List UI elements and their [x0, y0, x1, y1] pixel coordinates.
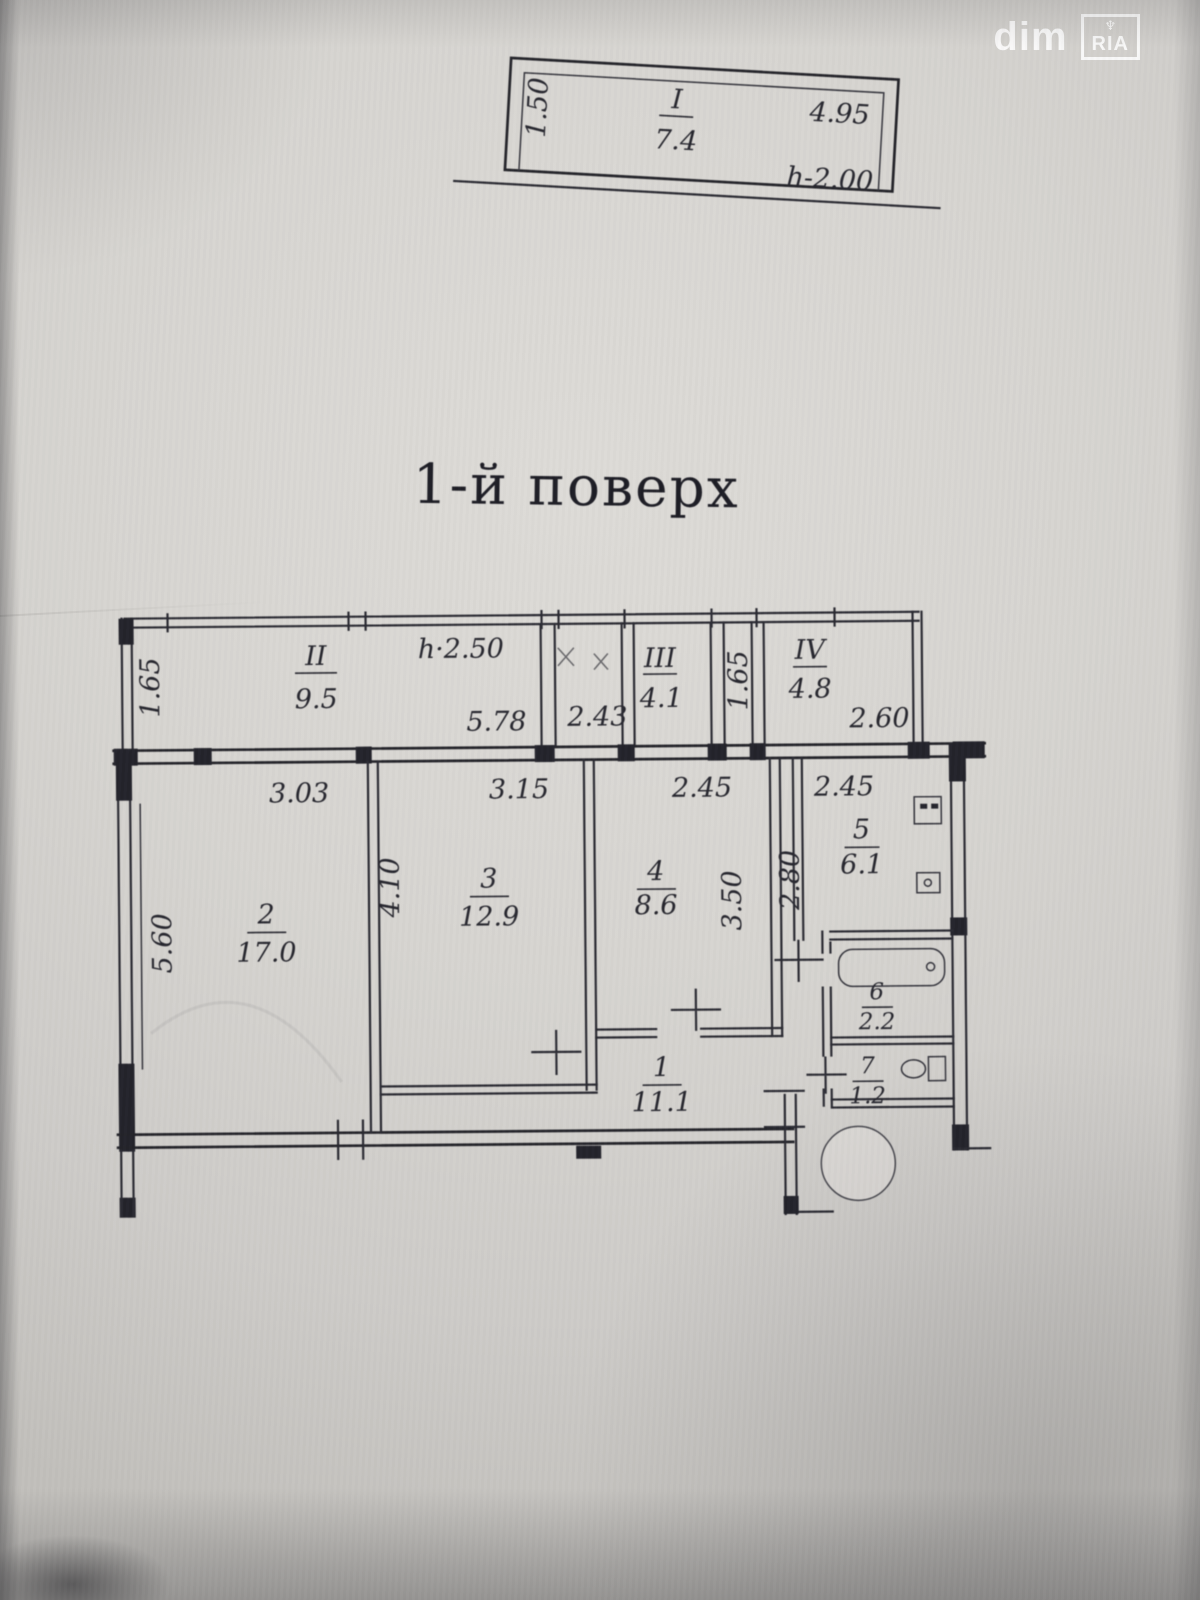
kitchen-bottom-wall: [829, 929, 954, 941]
room-area: 11.1: [632, 1087, 692, 1119]
sink-icon: [916, 871, 941, 894]
room-area: 9.5: [295, 684, 338, 715]
room4-right-wall: [768, 756, 784, 1038]
room-number: 6: [869, 979, 884, 1005]
dim-label: 3.03: [269, 778, 329, 810]
watermark-dimria: dim ♆ RIA: [993, 14, 1140, 60]
strip-top-wall: [123, 610, 920, 629]
room-number: 4: [646, 856, 664, 887]
window-ticks: [166, 607, 836, 633]
ceiling-height-note: h·2.50: [418, 633, 504, 665]
stove-icon: [913, 795, 943, 825]
room-area: 17.0: [236, 937, 296, 969]
room-number: 1: [653, 1052, 670, 1083]
right-exterior-wall: [949, 742, 969, 1151]
toilet-bowl-icon: [900, 1059, 927, 1079]
upper-plan: 1.50 I 7.4 4.95 h-2.00: [453, 56, 941, 210]
room-area: 6.1: [840, 849, 883, 880]
dim-label: 1.65: [135, 657, 167, 717]
entrance-wall: [783, 1093, 798, 1216]
facade-piers: [113, 741, 985, 766]
room-number: II: [304, 641, 328, 672]
dim-label: 2.45: [671, 772, 732, 804]
wall-piers: [115, 750, 136, 1218]
room-area: 4.1: [639, 683, 683, 714]
room-number: 2: [256, 899, 274, 930]
stove-burners: [920, 803, 939, 809]
room-area: 12.9: [459, 901, 519, 933]
dim-label: 4.10: [375, 857, 407, 918]
dim-label: 3.15: [489, 774, 549, 806]
dim-label: 4.95: [808, 97, 871, 131]
room-area: 2.2: [858, 1009, 896, 1035]
upper-plan-outer-wall: [503, 56, 901, 193]
plan-title: 1-й поверх: [412, 452, 740, 521]
left-wall-stub: [120, 1148, 135, 1217]
room-number: III: [643, 643, 678, 674]
dim-label: 3.50: [717, 870, 749, 930]
wall-pier: [118, 618, 134, 645]
kitchen-left-wall: [791, 756, 805, 941]
wall-pier: [783, 1195, 799, 1214]
dim-label: 2.43: [566, 701, 627, 733]
bath-wc-divider: [830, 1035, 955, 1046]
room-number: 5: [853, 814, 870, 845]
watermark-ria-text: RIA: [1091, 33, 1129, 55]
bath-block-left-wall: [821, 930, 833, 1107]
cross-marks: [557, 647, 609, 671]
wall-room2-room3: [366, 760, 383, 1134]
room-area: 8.6: [634, 890, 677, 921]
dim-label: 2.60: [848, 703, 909, 735]
wc-bottom-wall: [830, 1097, 955, 1109]
sink-drain: [923, 878, 933, 887]
room-area: 4.8: [788, 674, 832, 705]
upper-plan-ground-line: [453, 179, 941, 210]
room3-bottom-wall: [379, 1083, 598, 1096]
stamp-circle: [820, 1125, 897, 1202]
trident-icon: ♆: [1104, 19, 1117, 34]
door-cross-marks: [531, 939, 847, 1094]
scan-artifact: [150, 1001, 343, 1083]
dim-label: 5.60: [147, 913, 179, 973]
room-number: 3: [480, 863, 497, 894]
main-floor-plan: 1.65 II 9.5 h·2.50 5.78 2.43 III 4.1 1.6…: [112, 607, 992, 1218]
entrance-door-ticks: [763, 1089, 806, 1129]
height-note: h-2.00: [786, 162, 874, 198]
window-sill-line: [139, 803, 144, 1070]
room-number: 7: [860, 1053, 875, 1079]
watermark-ria-box: ♆ RIA: [1080, 14, 1140, 60]
bottom-exterior-wall: [116, 1127, 795, 1150]
room4-bottom-wall: [595, 1026, 784, 1039]
dim-label: 2.45: [813, 771, 874, 803]
strip-right-wall: [911, 610, 924, 745]
toilet-cistern-icon: [927, 1055, 947, 1082]
fraction-line: [659, 114, 694, 119]
bathtub-drain: [925, 961, 936, 972]
room-area: 7.4: [654, 124, 699, 157]
watermark-dim-text: dim: [993, 14, 1068, 59]
wall-room3-room4: [582, 758, 598, 1091]
dim-label: 1.65: [723, 650, 755, 710]
upper-plan-inner-wall: [518, 71, 885, 191]
strip-divider-walls: [539, 621, 766, 749]
room-area: 1.2: [849, 1083, 886, 1109]
entrance-threshold: [576, 1145, 602, 1159]
dim-label: 1.50: [521, 77, 555, 139]
dim-label: 5.78: [466, 706, 526, 738]
room-number: I: [670, 84, 685, 116]
door-jamb-ticks: [336, 1119, 365, 1160]
dim-label: 2.80: [775, 850, 807, 911]
bathtub-icon: [837, 947, 946, 988]
room-number: IV: [794, 635, 828, 666]
